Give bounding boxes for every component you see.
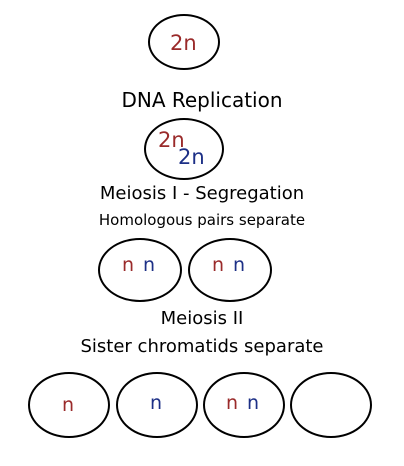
- gamete-cell-2-paternal: n: [150, 392, 163, 414]
- parent-cell-label: 2n: [170, 31, 197, 55]
- replicated-paternal-label: 2n: [178, 145, 205, 169]
- meiosis-1-cell-1-paternal: n: [143, 254, 156, 276]
- meiosis-1-cell-2-maternal: n: [212, 254, 225, 276]
- meiosis-1-cell-1: [98, 238, 182, 302]
- gamete-cell-3-maternal: n: [226, 392, 239, 414]
- meiosis-2-label: Meiosis II: [160, 308, 244, 329]
- meiosis-1-cell-2: [188, 238, 272, 302]
- gamete-cell-4: [290, 372, 372, 438]
- meiosis-1-sublabel: Homologous pairs separate: [98, 211, 306, 229]
- replicated-cell: [144, 118, 224, 180]
- gamete-cell-3-paternal: n: [247, 392, 260, 414]
- replicated-maternal-label: 2n: [158, 128, 185, 152]
- meiosis-2-sublabel: Sister chromatids separate: [80, 336, 324, 357]
- gamete-cell-1: [28, 372, 110, 438]
- meiosis-1-cell-1-maternal: n: [122, 254, 135, 276]
- gamete-cell-2: [116, 372, 198, 438]
- dna-replication-label: DNA Replication: [121, 88, 283, 112]
- parent-cell: [148, 14, 220, 70]
- gamete-cell-1-maternal: n: [62, 394, 75, 416]
- gamete-cell-3: [203, 372, 285, 438]
- meiosis-1-cell-2-paternal: n: [233, 254, 246, 276]
- meiosis-1-label: Meiosis I - Segregation: [99, 183, 305, 204]
